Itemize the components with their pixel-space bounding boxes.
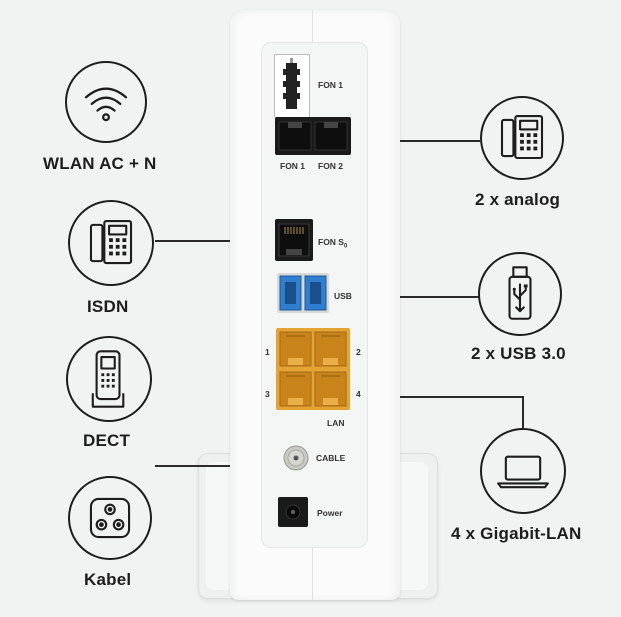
usb-stick-icon: [508, 266, 532, 320]
dect-label: DECT: [83, 431, 131, 450]
wlan-circle: [65, 61, 147, 143]
lan-circle: [480, 428, 566, 514]
lan-feature-label: 4 x Gigabit-LAN: [451, 524, 582, 543]
fon-s0-socket: [275, 219, 313, 261]
lan-3-label: 3: [265, 389, 270, 399]
isdn-connector-line: [155, 240, 230, 242]
laptop-icon: [497, 455, 549, 489]
lan-4-label: 4: [356, 389, 361, 399]
usb-circle: [478, 252, 562, 336]
lan-1-label: 1: [265, 347, 270, 357]
usb-port-block: [277, 273, 329, 313]
usb-feature-label: 2 x USB 3.0: [471, 344, 566, 363]
isdn-circle: [68, 200, 154, 286]
cable-coax-socket: [283, 445, 309, 471]
usb-connector-line: [400, 296, 480, 298]
wifi-icon: [84, 87, 128, 122]
dect-circle: [66, 336, 152, 422]
desk-phone-icon: [500, 115, 544, 160]
cable-label: CABLE: [316, 453, 346, 463]
coax-socket-icon: [89, 497, 131, 539]
fon1-label: FON 1: [280, 161, 306, 171]
lan-port-block: [276, 328, 350, 410]
desk-phone-icon: [89, 220, 133, 265]
lan-label: LAN: [327, 418, 345, 428]
fon-s0-label: FON S0: [318, 237, 348, 250]
fon1-top-label: FON 1: [318, 80, 344, 90]
analog-circle: [480, 96, 564, 180]
kabel-circle: [68, 476, 152, 560]
fon-rj11-block: [275, 117, 351, 155]
wlan-label: WLAN AC + N: [43, 154, 157, 173]
analog-connector-line: [400, 140, 480, 142]
power-label: Power: [317, 508, 343, 518]
kabel-label: Kabel: [84, 570, 132, 589]
fon2-label: FON 2: [318, 161, 344, 171]
isdn-label: ISDN: [87, 297, 129, 316]
power-socket: [278, 497, 308, 527]
usb-label: USB: [334, 291, 352, 301]
fon1-tae-socket: [274, 54, 310, 118]
kabel-connector-line-h: [155, 465, 230, 467]
analog-label: 2 x analog: [475, 190, 561, 209]
lan-2-label: 2: [356, 347, 361, 357]
lan-connector-line-h: [400, 396, 524, 398]
cordless-phone-icon: [91, 350, 125, 408]
lan-connector-line-v: [522, 396, 524, 428]
